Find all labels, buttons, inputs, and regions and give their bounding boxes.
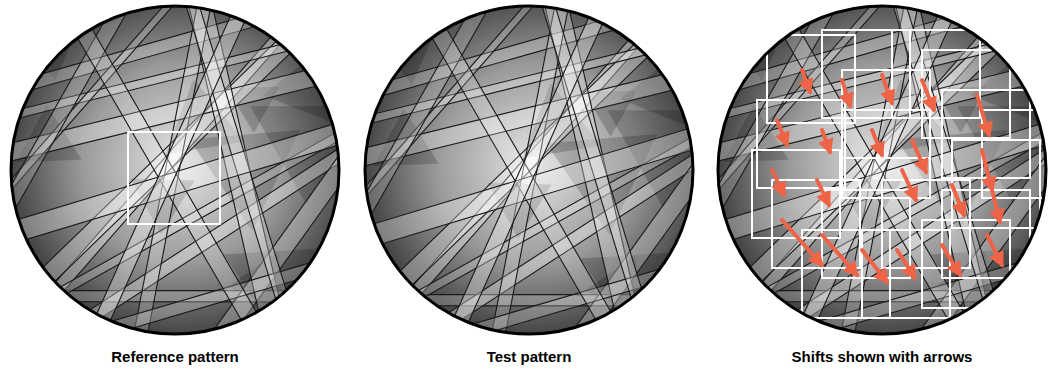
- shift-arrow: [902, 170, 916, 200]
- roi-box: [922, 220, 1010, 308]
- roi-box: [842, 110, 930, 198]
- shift-arrow: [922, 80, 934, 110]
- panel-caption: Shifts shown with arrows: [732, 348, 1032, 365]
- roi-box: [822, 190, 910, 278]
- pattern-outline: [718, 6, 1046, 334]
- shift-arrow: [782, 220, 822, 265]
- shift-arrow: [987, 235, 1002, 265]
- shift-arrow: [992, 190, 1000, 222]
- roi-box: [922, 50, 1010, 138]
- roi-box: [822, 30, 910, 118]
- shift-arrow: [802, 70, 810, 92]
- shift-arrow: [872, 130, 882, 155]
- shift-arrow: [912, 140, 926, 172]
- shift-arrow: [977, 95, 989, 135]
- shift-arrow: [822, 235, 857, 275]
- roi-box: [752, 150, 840, 238]
- shift-arrow: [817, 180, 829, 205]
- pattern-outline: [365, 6, 693, 334]
- shift-arrow: [942, 245, 960, 275]
- kikuchi-pattern: [597, 0, 1059, 378]
- roi-box: [128, 132, 220, 224]
- roi-box: [862, 230, 950, 318]
- shift-arrow: [952, 185, 964, 215]
- pattern-outline: [11, 6, 339, 334]
- roi-box: [892, 30, 980, 118]
- roi-box: [882, 180, 970, 268]
- panel-caption: Test pattern: [379, 348, 679, 365]
- shift-arrow: [842, 80, 850, 106]
- panel-caption: Reference pattern: [25, 348, 325, 365]
- roi-box: [982, 110, 1059, 198]
- roi-box: [952, 140, 1040, 228]
- shift-arrow: [777, 120, 787, 145]
- roi-box: [842, 70, 930, 158]
- shift-arrow: [982, 150, 992, 190]
- roi-box: [802, 230, 890, 318]
- shift-arrow: [882, 75, 892, 103]
- shift-arrow: [772, 170, 784, 195]
- shift-arrow: [862, 250, 887, 282]
- shift-arrow: [897, 250, 915, 278]
- roi-box: [757, 100, 845, 188]
- shift-arrow: [822, 130, 830, 152]
